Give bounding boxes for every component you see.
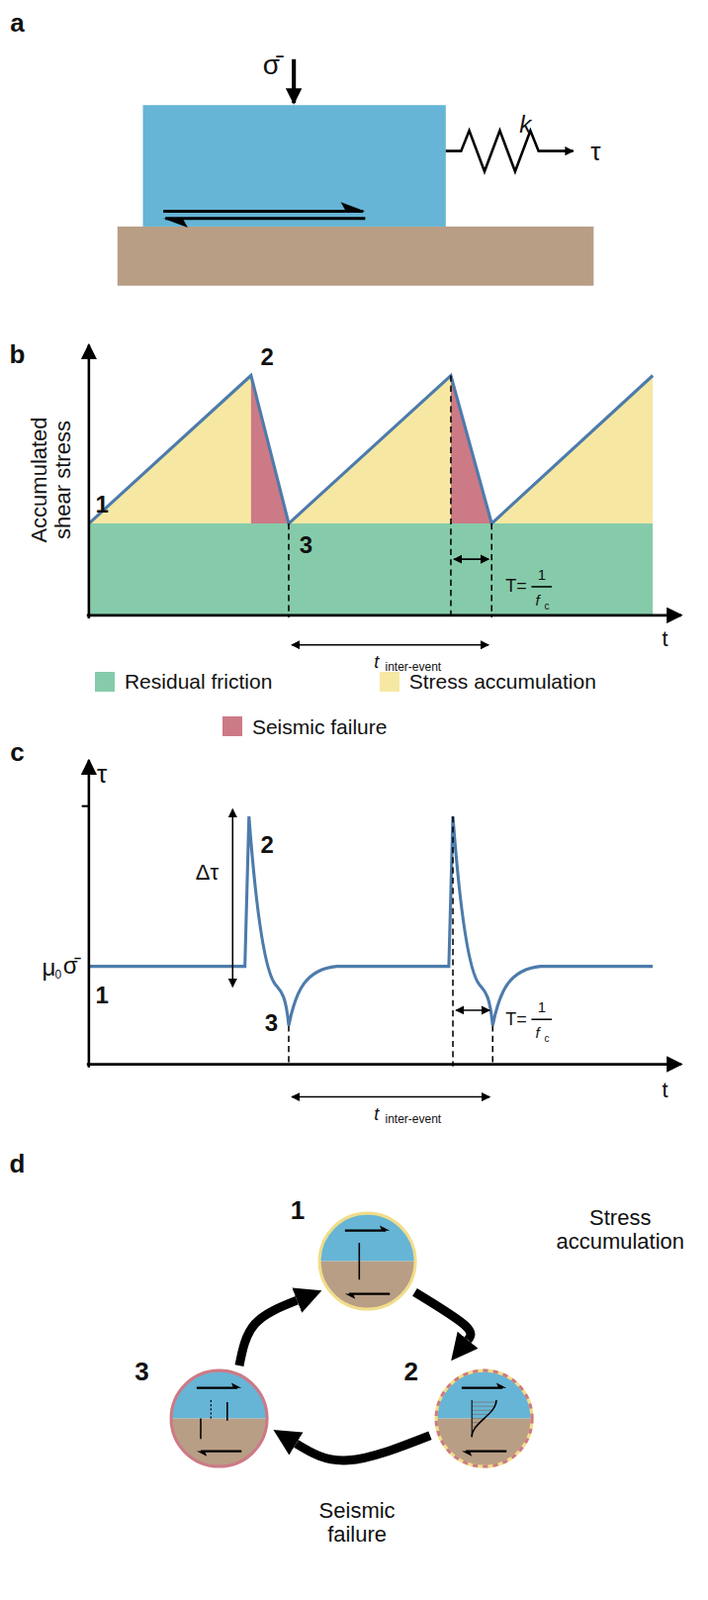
stress-plot <box>87 345 682 645</box>
shear-stress-plot <box>82 759 682 1096</box>
figure-part <box>288 815 493 1066</box>
friction-level: 0 <box>54 969 62 982</box>
stage-circle: 2 <box>433 1366 535 1469</box>
legend-swatch <box>222 715 243 736</box>
figure-part <box>117 226 595 286</box>
interval-label: t <box>373 652 379 673</box>
axis-label: t <box>662 1077 669 1102</box>
fault-closeup <box>168 1366 270 1469</box>
figure-part <box>88 345 91 619</box>
figure-part <box>445 130 574 172</box>
panel-letter: b <box>9 340 26 369</box>
spring-constant: k <box>519 111 531 138</box>
figure-part <box>163 209 363 213</box>
panel-letter: d <box>9 1149 26 1178</box>
period-label: f <box>535 591 540 609</box>
figure-part <box>87 614 682 618</box>
figure-part <box>82 804 89 807</box>
figure-part <box>88 375 653 525</box>
legend-item: Seismic failure <box>222 714 388 738</box>
stage-number: 3 <box>299 531 313 558</box>
panel-letter: c <box>9 737 24 767</box>
figure-part <box>291 1095 490 1098</box>
cycle-arrow <box>414 1291 471 1339</box>
figure-part <box>143 104 446 227</box>
figure-part <box>291 643 489 646</box>
stage-circle: 3 <box>168 1366 270 1469</box>
legend-item: Stress accumulation <box>379 669 597 693</box>
period-label: 1 <box>537 998 546 1016</box>
period-label: 1 <box>537 566 546 584</box>
edge-label: Stress accumulation <box>550 1205 690 1253</box>
figure-part <box>163 218 188 228</box>
period-label: f <box>535 1024 540 1042</box>
stage-number: 3 <box>265 1009 278 1036</box>
period-label: c <box>543 599 549 611</box>
axis-label: t <box>662 626 669 651</box>
stage-circle: 1 <box>316 1209 419 1312</box>
figure-part <box>531 1017 552 1020</box>
period-label: T= <box>505 1009 528 1030</box>
edge-label: Seismic failure <box>302 1498 412 1546</box>
legend-swatch <box>379 671 400 692</box>
figure-part <box>288 375 492 618</box>
stage-number: 3 <box>134 1356 149 1386</box>
legend-item: Residual friction <box>94 669 272 693</box>
stage-number: 1 <box>94 490 108 517</box>
stage-number: 2 <box>403 1356 418 1386</box>
block-slider <box>117 59 595 286</box>
period-label: c <box>543 1032 549 1044</box>
legend-text: Seismic failure <box>252 714 388 738</box>
figure-part <box>291 59 296 103</box>
stage-number: 2 <box>261 831 274 858</box>
stress-drop: Δτ <box>195 860 219 885</box>
fault-closeup <box>316 1209 419 1312</box>
figure-part <box>341 201 366 211</box>
figure-part <box>88 523 653 616</box>
normal-stress-symbol: σ̄ <box>263 50 280 82</box>
axis-title: Accumulated shear stress <box>26 405 75 554</box>
cycle-arrow <box>239 1299 297 1365</box>
shear-stress-symbol: τ <box>590 136 601 166</box>
cycle-arrow <box>295 1434 430 1460</box>
figure-part <box>87 1062 682 1065</box>
period-label: T= <box>505 576 528 597</box>
panel-letter: a <box>9 7 24 37</box>
stage-number: 2 <box>261 344 274 370</box>
figure-part <box>165 216 365 220</box>
fault-closeup <box>433 1366 535 1469</box>
figure-part <box>531 585 552 588</box>
friction-level: σ̄ <box>63 952 79 978</box>
figure-part <box>453 557 489 560</box>
legend-text: Residual friction <box>124 669 272 693</box>
legend-swatch <box>94 671 115 692</box>
figure-part <box>455 1008 490 1011</box>
figure-part <box>232 808 235 986</box>
stage-number: 1 <box>94 981 108 1008</box>
interval-label: inter-event <box>384 1112 442 1126</box>
interval-label: t <box>373 1104 379 1125</box>
stage-number: 1 <box>290 1195 305 1225</box>
figure-part <box>88 815 653 1025</box>
friction-level: μ <box>42 954 57 980</box>
axis-label: τ <box>96 759 107 789</box>
legend-text: Stress accumulation <box>409 669 597 693</box>
